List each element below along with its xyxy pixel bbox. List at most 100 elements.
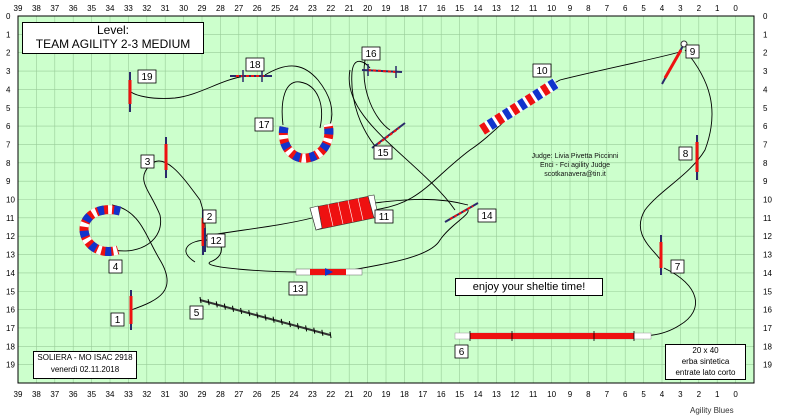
row-label-right: 8: [763, 159, 768, 168]
row-label-left: 2: [6, 49, 11, 58]
row-label-right: 14: [763, 269, 772, 278]
svg-text:6: 6: [459, 347, 465, 358]
column-label-top: 28: [216, 4, 225, 13]
field-size: 20 x 40: [692, 346, 719, 355]
column-label-top: 13: [492, 4, 501, 13]
row-label-right: 6: [763, 122, 768, 131]
column-label-top: 12: [510, 4, 519, 13]
grid-lines: [17, 15, 755, 384]
obstacle-5-number: 5: [189, 305, 204, 320]
obstacle-13-tire: [295, 268, 363, 276]
column-label-bottom: 30: [179, 390, 188, 399]
svg-text:18: 18: [249, 60, 261, 71]
row-label-left: 19: [6, 361, 15, 370]
row-label-left: 13: [6, 251, 15, 260]
row-label-right: 13: [763, 251, 772, 260]
column-label-top: 8: [586, 4, 591, 13]
column-label-bottom: 35: [87, 390, 96, 399]
obstacle-15-jump: [371, 122, 406, 149]
row-label-right: 3: [763, 67, 768, 76]
column-label-bottom: 19: [382, 390, 391, 399]
svg-text:17: 17: [258, 120, 270, 131]
obstacle-4-number: 4: [108, 259, 123, 274]
column-label-bottom: 29: [198, 390, 207, 399]
row-label-left: 16: [6, 306, 15, 315]
row-label-left: 4: [6, 85, 11, 94]
row-label-right: 19: [763, 361, 772, 370]
svg-text:14: 14: [481, 211, 493, 222]
svg-text:16: 16: [365, 49, 377, 60]
column-label-top: 38: [32, 4, 41, 13]
svg-text:19: 19: [141, 72, 153, 83]
obstacle-18-number: 18: [245, 57, 265, 72]
obstacle-10-number: 10: [532, 63, 552, 78]
column-label-top: 3: [678, 4, 683, 13]
row-label-right: 10: [763, 196, 772, 205]
column-label-top: 2: [697, 4, 702, 13]
venue-date: venerdì 02.11.2018: [50, 365, 120, 374]
grid-labels: 3939383837373636353534343333323231313030…: [6, 4, 772, 399]
row-label-left: 1: [6, 30, 11, 39]
column-label-top: 7: [605, 4, 610, 13]
column-label-top: 36: [69, 4, 78, 13]
svg-text:4: 4: [113, 262, 119, 273]
venue-location: SOLIERA - MO ISAC 2918: [37, 353, 133, 362]
judge-title: Enci - Fci agility Judge: [539, 162, 611, 169]
column-label-top: 34: [106, 4, 115, 13]
column-label-bottom: 14: [474, 390, 483, 399]
judge-name: Judge: Livia Pivetta Piccinni: [531, 153, 619, 160]
column-label-bottom: 1: [715, 390, 720, 399]
row-label-right: 2: [763, 49, 768, 58]
column-label-bottom: 7: [605, 390, 610, 399]
column-label-bottom: 23: [308, 390, 317, 399]
column-label-bottom: 38: [32, 390, 41, 399]
obstacle-5-dogwalk: [199, 296, 332, 339]
row-label-left: 17: [6, 324, 15, 333]
column-label-top: 26: [253, 4, 262, 13]
judge-email: scotkanavera@tin.it: [544, 171, 606, 178]
obstacle-11-number: 11: [374, 209, 394, 224]
svg-text:5: 5: [194, 308, 200, 319]
row-label-left: 15: [6, 287, 15, 296]
row-label-left: 10: [6, 196, 15, 205]
column-label-top: 18: [400, 4, 409, 13]
column-label-bottom: 27: [234, 390, 243, 399]
column-label-bottom: 34: [106, 390, 115, 399]
judge-info: Judge: Livia Pivetta Piccinni Enci - Fci…: [520, 152, 630, 179]
column-label-bottom: 9: [568, 390, 573, 399]
obstacle-16-jump: [361, 64, 403, 78]
row-label-left: 18: [6, 342, 15, 351]
obstacle-1-number: 1: [110, 312, 125, 327]
row-label-right: 5: [763, 104, 768, 113]
column-label-bottom: 25: [271, 390, 280, 399]
obstacle-9-number: 9: [685, 44, 700, 59]
column-label-top: 15: [455, 4, 464, 13]
column-label-top: 33: [124, 4, 133, 13]
row-label-right: 1: [763, 30, 768, 39]
column-label-bottom: 24: [290, 390, 299, 399]
svg-text:7: 7: [675, 262, 681, 273]
row-label-right: 12: [763, 232, 772, 241]
row-label-left: 6: [6, 122, 11, 131]
level-name: TEAM AGILITY 2-3 MEDIUM: [35, 37, 191, 51]
row-label-left: 3: [6, 67, 11, 76]
svg-text:9: 9: [690, 47, 696, 58]
obstacle-2-number: 2: [202, 209, 217, 224]
column-label-top: 16: [437, 4, 446, 13]
row-label-left: 5: [6, 104, 11, 113]
column-label-bottom: 26: [253, 390, 262, 399]
obstacle-18-jump: [230, 70, 272, 82]
obstacle-11-tunnel: [309, 194, 379, 231]
row-label-right: 16: [763, 306, 772, 315]
column-label-bottom: 15: [455, 390, 464, 399]
row-label-left: 8: [6, 159, 11, 168]
obstacle-10-tunnel: [479, 78, 559, 135]
row-label-left: 11: [6, 214, 15, 223]
obstacle-7-number: 7: [670, 259, 685, 274]
column-label-bottom: 18: [400, 390, 409, 399]
obstacle-19-number: 19: [137, 69, 157, 84]
column-label-top: 31: [161, 4, 170, 13]
svg-text:10: 10: [536, 66, 548, 77]
column-label-bottom: 11: [529, 390, 538, 399]
